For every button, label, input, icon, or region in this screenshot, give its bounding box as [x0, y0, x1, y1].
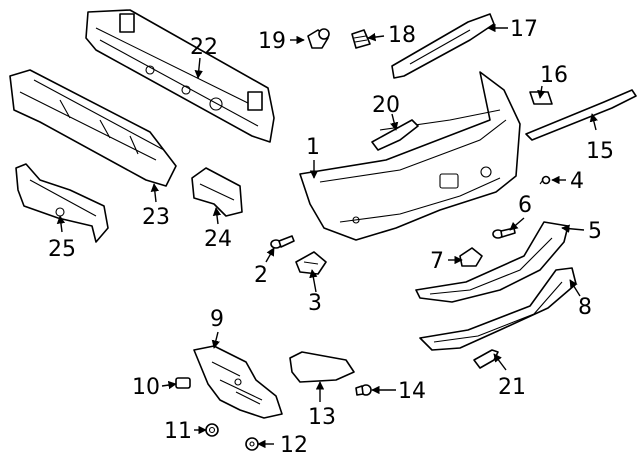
part-6-screw: [492, 227, 516, 239]
part-21-trim: [473, 349, 499, 369]
callout-18: 18: [388, 23, 416, 48]
callout-7: 7: [430, 249, 444, 274]
callout-23: 23: [142, 205, 170, 230]
callout-9: 9: [210, 307, 224, 332]
callout-25: 25: [48, 237, 76, 262]
part-17-trim-strip: [391, 13, 495, 79]
callout-17: 17: [510, 17, 538, 42]
part-4-clip: [539, 175, 551, 185]
part-2-bolt: [270, 235, 295, 249]
part-23-energy-absorber: [9, 69, 177, 187]
leader-lines: [56, 23, 598, 449]
part-22-reinforcement-bar: [85, 9, 275, 143]
part-18-grommet: [351, 29, 371, 49]
part-19-clip: [307, 28, 330, 49]
callout-16: 16: [540, 63, 568, 88]
part-10-nut: [175, 377, 191, 389]
part-25-bracket: [15, 163, 109, 243]
callout-13: 13: [308, 405, 336, 430]
part-7-retainer: [459, 247, 483, 267]
callout-19: 19: [258, 29, 286, 54]
callout-8: 8: [578, 295, 592, 320]
callout-4: 4: [570, 169, 584, 194]
callout-6: 6: [518, 193, 532, 218]
part-14-push-pin: [355, 384, 372, 396]
part-24-bracket: [191, 167, 243, 217]
part-1-bumper-cover: [299, 71, 521, 241]
callout-15: 15: [586, 139, 614, 164]
part-11-nut: [205, 423, 219, 437]
callout-12: 12: [280, 433, 308, 458]
callout-3: 3: [308, 291, 322, 316]
callout-labels: 1 2 3 4 5 6 7 8 9 10 11 12 13 14 15 16 1…: [48, 17, 614, 458]
part-9-side-bracket: [193, 345, 283, 419]
callout-22: 22: [190, 35, 218, 60]
callout-24: 24: [204, 227, 232, 252]
part-3-retainer: [295, 251, 327, 275]
callout-10: 10: [132, 375, 160, 400]
callout-5: 5: [588, 219, 602, 244]
callout-1: 1: [306, 135, 320, 160]
callout-2: 2: [254, 263, 268, 288]
part-5-valance: [415, 221, 569, 303]
part-12-washer: [245, 437, 259, 451]
callout-21: 21: [498, 375, 526, 400]
callout-14: 14: [398, 379, 426, 404]
part-20-bracket: [371, 119, 419, 151]
callout-11: 11: [164, 419, 192, 444]
part-13-shield: [289, 351, 355, 383]
part-15-moulding: [525, 89, 637, 141]
callout-20: 20: [372, 93, 400, 118]
